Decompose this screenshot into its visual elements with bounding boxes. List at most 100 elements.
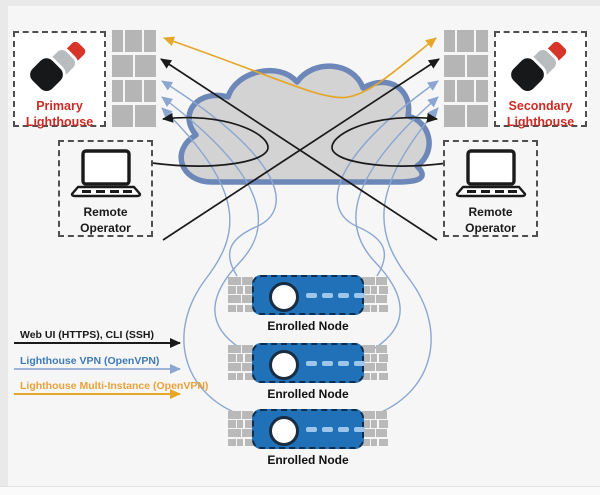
brick — [371, 438, 378, 447]
enrolled-node-2-label: Enrolled Node — [267, 387, 349, 401]
enrolled-node-3-label: Enrolled Node — [267, 453, 349, 467]
brick — [112, 105, 133, 127]
vpn-line-node2-primary — [161, 96, 260, 349]
primary-firewall-icon — [112, 30, 156, 127]
node-dash-icon — [354, 361, 365, 366]
brick — [444, 30, 455, 52]
brick — [228, 286, 236, 294]
brick — [244, 286, 254, 294]
webui-line-rightop-secondary — [331, 112, 449, 167]
brick — [378, 286, 388, 294]
node-dash-icon — [322, 361, 333, 366]
brick — [237, 304, 244, 313]
brick — [244, 372, 254, 381]
brick — [242, 295, 254, 303]
brick — [144, 80, 156, 102]
vpn-line-node1-secondary — [336, 80, 439, 277]
remote-operator-right-box: Remote Operator — [443, 140, 538, 237]
node2-bricks-right-icon — [362, 345, 388, 381]
brick — [242, 345, 254, 353]
node3-bricks-left-icon — [228, 411, 254, 447]
primary-lighthouse-box: Primary Lighthouse — [13, 31, 106, 129]
node-port-icon — [269, 282, 299, 312]
enrolled-node-1 — [252, 275, 365, 315]
brick — [467, 55, 488, 77]
brick — [378, 304, 388, 313]
remote-operator-left-box: Remote Operator — [58, 140, 153, 237]
webui-line-leftop-secondary — [162, 58, 440, 241]
brick — [376, 295, 388, 303]
brick — [444, 80, 455, 102]
brick — [135, 55, 156, 77]
brick — [228, 411, 241, 419]
brick — [244, 304, 254, 313]
brick — [112, 30, 123, 52]
brick — [244, 438, 254, 447]
brick — [376, 277, 388, 285]
brick — [228, 420, 236, 428]
legend-label-multi-instance: Lighthouse Multi-Instance (OpenVPN) — [20, 380, 209, 392]
brick — [237, 372, 244, 381]
node3-bricks-right-icon — [362, 411, 388, 447]
brick — [371, 420, 378, 428]
node-port-icon — [269, 416, 299, 446]
brick — [125, 80, 142, 102]
enrolled-node-2 — [252, 343, 365, 383]
internet-cloud-icon — [178, 63, 432, 185]
brick — [242, 277, 254, 285]
brick — [371, 372, 378, 381]
brick — [112, 55, 133, 77]
laptop-icon — [455, 149, 526, 198]
brick — [362, 304, 370, 313]
secondary-firewall-icon — [444, 30, 488, 127]
brick — [371, 354, 378, 362]
vpn-line-node1-primary — [161, 80, 277, 277]
vpn-line-node2-secondary — [355, 96, 439, 349]
brick — [362, 411, 375, 419]
node-dash-icon — [338, 293, 349, 298]
primary-lighthouse-label: Primary Lighthouse — [25, 99, 94, 129]
brick — [378, 354, 388, 362]
node-dash-icon — [322, 427, 333, 432]
brick — [135, 105, 156, 127]
brick — [371, 286, 378, 294]
multi-instance-line-left — [163, 36, 346, 99]
brick — [376, 411, 388, 419]
remote-operator-right-label: Remote Operator — [465, 205, 516, 235]
lighthouse-logo-icon — [26, 38, 88, 94]
brick — [112, 80, 123, 102]
brick — [228, 295, 241, 303]
brick — [228, 372, 236, 381]
brick — [228, 429, 241, 437]
brick — [244, 420, 254, 428]
node1-bricks-right-icon — [362, 277, 388, 313]
brick — [476, 80, 488, 102]
brick — [144, 30, 156, 52]
brick — [228, 363, 241, 371]
brick — [457, 80, 474, 102]
brick — [237, 286, 244, 294]
brick — [362, 277, 375, 285]
webui-line-leftop-primary — [151, 112, 269, 167]
node-dash-icon — [306, 293, 317, 298]
lighthouse-logo-icon — [507, 38, 569, 94]
brick — [242, 411, 254, 419]
brick — [371, 304, 378, 313]
brick — [362, 363, 375, 371]
page-bottom-edge — [0, 486, 600, 495]
node1-bricks-left-icon — [228, 277, 254, 313]
node-dash-icon — [306, 361, 317, 366]
brick — [228, 354, 236, 362]
node-dash-icon — [354, 293, 365, 298]
secondary-lighthouse-box: Secondary Lighthouse — [494, 31, 587, 129]
vpn-line-node3-secondary — [376, 107, 439, 415]
brick — [362, 429, 375, 437]
enrolled-node-3 — [252, 409, 365, 449]
brick — [228, 438, 236, 447]
brick — [444, 105, 465, 127]
brick — [228, 277, 241, 285]
node-dash-icon — [322, 293, 333, 298]
brick — [362, 372, 370, 381]
node-dash-icon — [338, 361, 349, 366]
